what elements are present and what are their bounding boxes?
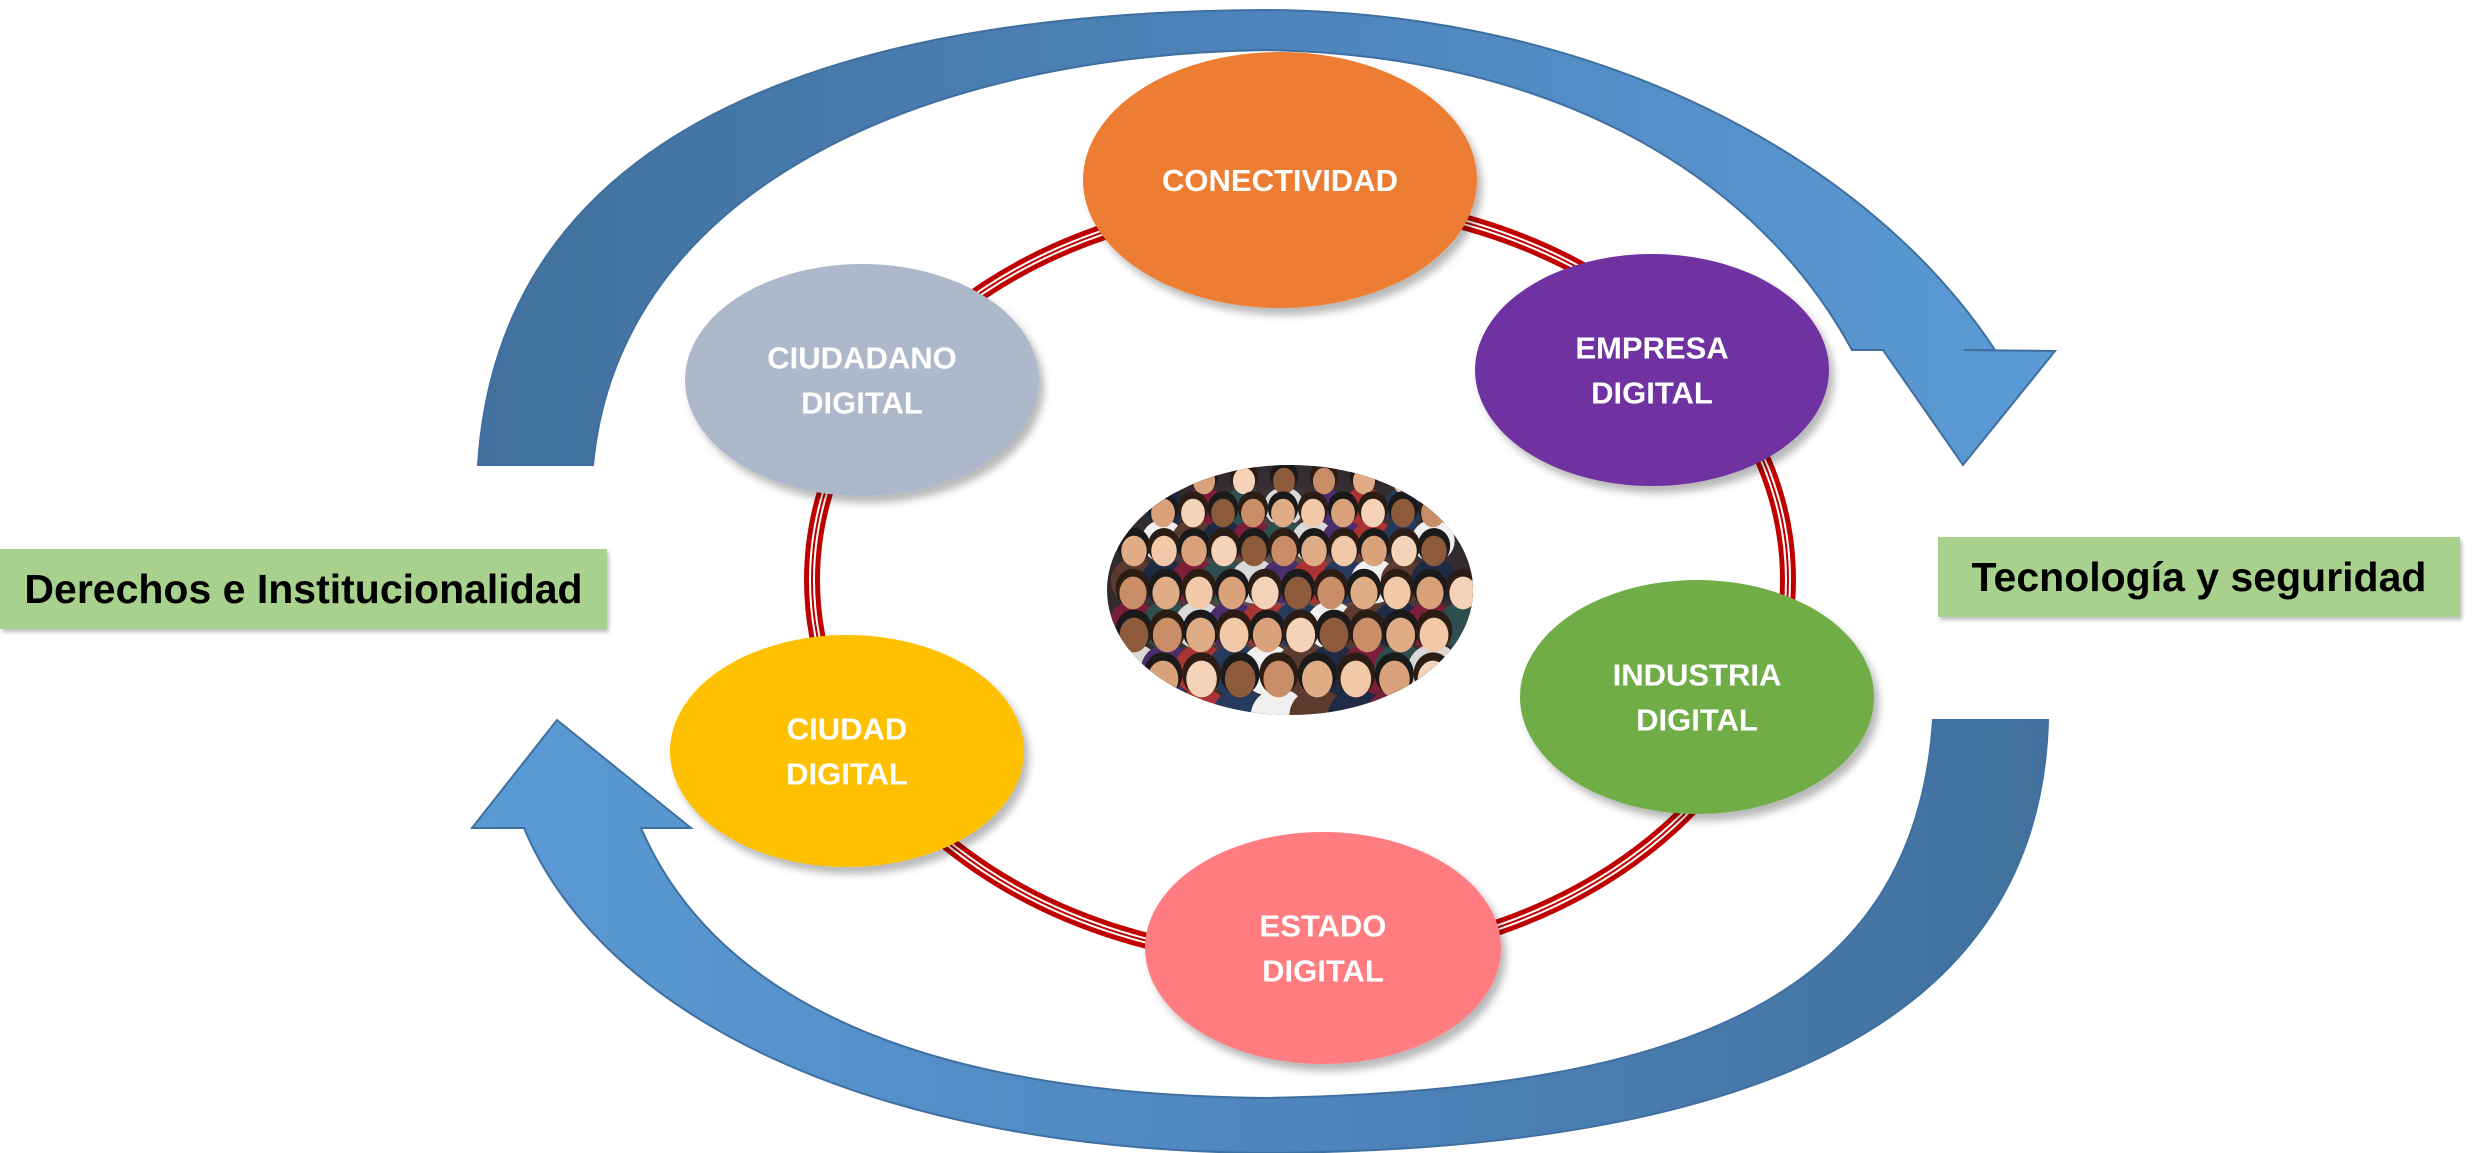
rights-institutionality-label: Derechos e Institucionalidad	[0, 549, 607, 629]
node-estado-digital: ESTADO DIGITAL	[1145, 832, 1501, 1064]
node-ciudadano-digital: CIUDADANO DIGITAL	[685, 264, 1039, 496]
node-ellipse	[1145, 832, 1501, 1064]
node-industria-digital: INDUSTRIA DIGITAL	[1520, 580, 1874, 814]
node-label-line: CIUDAD	[787, 712, 908, 747]
node-label-line: DIGITAL	[1262, 954, 1384, 989]
node-label-line: DIGITAL	[1636, 703, 1758, 738]
node-ellipse	[1520, 580, 1874, 814]
node-label-line: DIGITAL	[1591, 376, 1713, 411]
bottom-arrow	[469, 718, 2050, 1153]
node-ellipse	[1083, 52, 1477, 308]
node-label-line: DIGITAL	[801, 386, 923, 421]
node-empresa-digital: EMPRESA DIGITAL	[1475, 254, 1829, 486]
node-ellipse	[685, 264, 1039, 496]
node-ellipse	[1475, 254, 1829, 486]
crowd-photo	[1107, 465, 1473, 715]
node-label-line: DIGITAL	[786, 757, 908, 792]
node-label-line: ESTADO	[1260, 909, 1387, 944]
node-ciudad-digital: CIUDAD DIGITAL	[670, 635, 1024, 867]
node-label-line: EMPRESA	[1575, 331, 1728, 366]
node-label-line: CONECTIVIDAD	[1162, 163, 1398, 198]
technology-security-label: Tecnología y seguridad	[1938, 537, 2460, 617]
node-ellipse	[670, 635, 1024, 867]
top-arrow	[476, 8, 2058, 467]
node-conectividad: CONECTIVIDAD	[1083, 52, 1477, 308]
node-label-line: INDUSTRIA	[1613, 658, 1782, 693]
node-label-line: CIUDADANO	[767, 341, 956, 376]
